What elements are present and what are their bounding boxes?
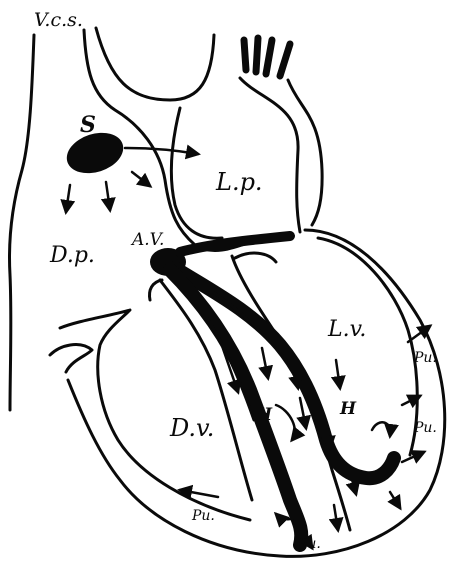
- left-atrium-upper-wall: [171, 108, 222, 238]
- arrow-lower-3: [334, 505, 338, 530]
- label-right-ventricle: D.v.: [169, 414, 214, 442]
- arrow-sa-down-3: [132, 172, 150, 186]
- arrow-lower-2: [390, 492, 400, 508]
- label-vcs: V.c.s.: [34, 9, 83, 31]
- label-purkinje-4: Pu.: [297, 536, 321, 552]
- left-atrium-right-wall: [240, 78, 300, 232]
- pulmonary-vein-2: [256, 38, 258, 72]
- vena-cava-outer-wall: [10, 35, 35, 410]
- label-av-node: A.V.: [130, 230, 164, 250]
- arrow-sa-down-2: [106, 182, 110, 210]
- label-right-atrium: D.p.: [49, 243, 95, 268]
- label-purkinje-1: Pu.: [413, 350, 437, 366]
- pulmonary-vein-4: [280, 44, 290, 76]
- pulmonary-vein-outer: [288, 80, 322, 225]
- pulmonary-vein-1: [244, 40, 246, 70]
- mitral-flap: [235, 253, 276, 262]
- tricuspid-flap: [150, 280, 163, 300]
- arrow-purkinje-low: [402, 452, 424, 462]
- arrow-septum-3: [300, 398, 306, 428]
- arrow-lv-1: [336, 360, 340, 388]
- arrow-sa-to-la: [125, 148, 198, 154]
- his-bundle-left-branch: [175, 268, 394, 478]
- arrow-lv-curl: [372, 422, 390, 436]
- label-purkinje-2: Pu.: [413, 420, 437, 436]
- left-ventricle-inner-wall: [318, 238, 417, 455]
- label-his-right: H: [339, 399, 357, 419]
- atrial-bridge-fiber: [180, 236, 290, 252]
- arrow-sa-down-1: [66, 185, 70, 212]
- arrow-septum-1: [262, 348, 268, 378]
- label-left-atrium: L.p.: [215, 168, 263, 196]
- aortic-arch-left: [96, 28, 214, 100]
- pulmonary-vein-3: [266, 40, 272, 74]
- arrow-septum-5: [276, 405, 295, 440]
- label-purkinje-3: Pu.: [191, 508, 215, 524]
- right-ventricle-tricuspid-flap: [50, 345, 92, 372]
- label-his-left: H: [255, 405, 273, 425]
- label-sinus-node: S: [80, 112, 96, 138]
- label-left-ventricle: L.v.: [327, 317, 366, 342]
